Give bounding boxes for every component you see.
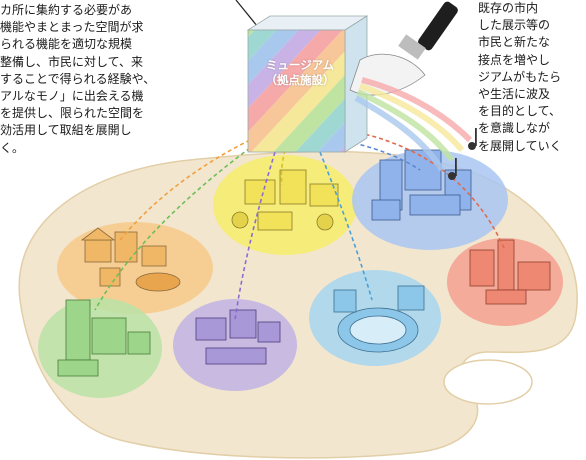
cube-stripe bbox=[46, 20, 198, 160]
left-text-line: することで得られる経験や、 bbox=[0, 71, 156, 86]
museum-cube bbox=[24, 15, 586, 160]
right-text-line: 既存の市内 bbox=[478, 1, 539, 15]
cube-stripe bbox=[90, 20, 242, 160]
left-text-line: られる機能を適切な規模 bbox=[0, 37, 133, 52]
cube-stripe bbox=[248, 30, 345, 152]
right-text-line: した展示等の bbox=[478, 18, 551, 33]
cube-stripe bbox=[486, 20, 586, 160]
buildings-orange bbox=[80, 227, 181, 292]
museum-title: ミュージアム bbox=[266, 58, 334, 72]
line-to-lightblue bbox=[319, 151, 373, 301]
cube-stripe bbox=[508, 20, 586, 160]
cube-front-stripes bbox=[24, 20, 586, 160]
right-text-line: 市民と新たな bbox=[478, 35, 551, 50]
cube-stripe bbox=[248, 30, 330, 152]
left-text-line: く。 bbox=[0, 140, 25, 155]
right-text-line: を展開していく bbox=[478, 138, 562, 153]
paintbrush-icon bbox=[349, 1, 473, 172]
cube-stripe bbox=[574, 20, 586, 160]
cube-stripe bbox=[464, 20, 586, 160]
left-text-line: アルなモノ」に出会える機 bbox=[0, 89, 144, 104]
buildings-blue bbox=[371, 149, 472, 221]
buildings-red bbox=[469, 239, 551, 305]
cube-stripe bbox=[530, 20, 586, 160]
left-text-line: 整備し、市民に対して、来 bbox=[0, 54, 144, 69]
left-description-text: カ所に集約する必要があ機能やまとまった空間が求られる機能を適切な規模整備し、市民… bbox=[0, 2, 155, 157]
left-text-line: を提供し、限られた空間を bbox=[0, 106, 145, 121]
cube-stripe bbox=[288, 30, 345, 152]
cube-stripe bbox=[24, 20, 176, 160]
buildings-purple bbox=[195, 309, 281, 365]
line-to-yellow bbox=[280, 149, 286, 186]
cube-stripe bbox=[248, 30, 345, 152]
buildings-lightblue bbox=[333, 285, 425, 353]
buildings-yellow bbox=[231, 169, 339, 231]
right-text-line: を意識しなが bbox=[478, 121, 551, 136]
right-text-line: を目的として、 bbox=[478, 104, 562, 119]
line-to-orange bbox=[119, 139, 251, 241]
cube-stripe bbox=[248, 30, 308, 152]
palette-thumb-hole bbox=[443, 359, 533, 405]
buildings-green bbox=[57, 299, 151, 377]
cube-stripe bbox=[552, 20, 586, 160]
line-to-purple bbox=[234, 151, 276, 321]
cube-stripe bbox=[442, 20, 586, 160]
museum-subtitle: （拠点施設） bbox=[265, 73, 335, 87]
cube-stripe bbox=[266, 30, 345, 152]
right-text-line: 接点を増やし bbox=[478, 52, 551, 67]
right-description-text: 既存の市内した展示等の市民と新たな接点を増やしジアムがもたらや生活に波及を目的と… bbox=[478, 0, 562, 155]
music-notes-icon bbox=[448, 128, 477, 180]
left-text-line: 機能やまとまった空間が求 bbox=[0, 20, 144, 35]
cube-stripe bbox=[68, 20, 220, 160]
cube-stripe bbox=[248, 30, 345, 152]
line-to-red bbox=[344, 129, 506, 251]
museum-cube-label: ミュージアム （拠点施設） bbox=[248, 58, 352, 88]
right-text-line: ジアムがもたら bbox=[478, 69, 562, 84]
cube-stripe bbox=[248, 30, 264, 152]
right-text-line: や生活に波及 bbox=[478, 87, 551, 102]
left-text-line: 効活用して取組を展開し bbox=[0, 123, 132, 138]
cube-stripe bbox=[420, 20, 572, 160]
left-text-line: カ所に集約する必要があ bbox=[0, 3, 133, 17]
